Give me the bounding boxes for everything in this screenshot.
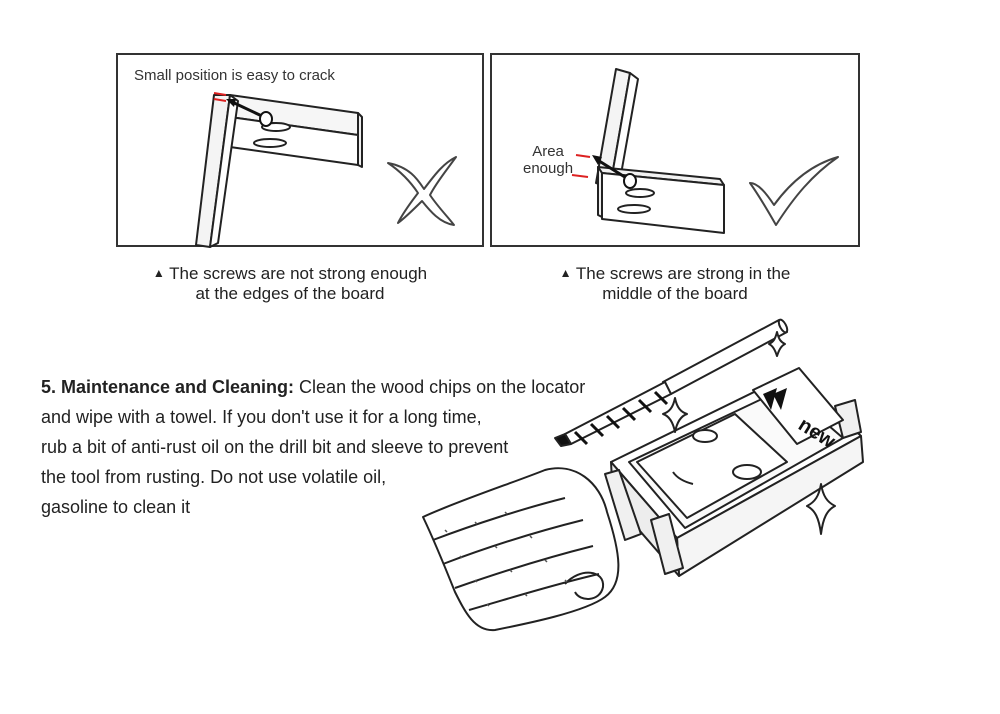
middle-joint-illustration: [571, 68, 839, 234]
caption-left: ▲ The screws are not strong enough at th…: [140, 263, 440, 304]
maintenance-line2: and wipe with a towel. If you don't use …: [41, 407, 482, 427]
screw-icon: [592, 155, 637, 189]
maintenance-heading: 5. Maintenance and Cleaning:: [41, 377, 295, 397]
panel-note-area: Area enough: [523, 143, 573, 177]
cross-mark-icon: [387, 156, 457, 226]
panel-note-area-line1: Area: [532, 143, 564, 160]
towel-icon: [422, 467, 620, 632]
caption-right-line1: The screws are strong in the: [575, 264, 791, 283]
drill-bit-icon: [554, 318, 789, 447]
edge-screw-diagram-panel: Small position is easy to crack: [116, 53, 484, 248]
caption-left-line1: The screws are not strong enough: [169, 264, 428, 283]
triangle-bullet-icon: ▲: [559, 266, 572, 280]
maintenance-illustration: new: [422, 318, 864, 632]
triangle-bullet-icon: ▲: [152, 266, 165, 280]
maintenance-line5: gasoline to clean it: [41, 497, 191, 517]
maintenance-line4: the tool from rusting. Do not use volati…: [41, 467, 387, 487]
pocket-hole-jig-icon: [604, 367, 864, 577]
middle-screw-diagram-panel: Area enough: [490, 53, 860, 247]
maintenance-paragraph: 5. Maintenance and Cleaning: Clean the w…: [41, 372, 611, 522]
screw-icon: [226, 99, 273, 127]
maintenance-line3: rub a bit of anti-rust oil on the drill …: [41, 437, 509, 457]
maintenance-line1: Clean the wood chips on the locator: [294, 377, 586, 397]
caption-right-line2: middle of the board: [602, 284, 748, 303]
panel-note-area-line2: enough: [523, 160, 574, 177]
check-mark-icon: [749, 156, 839, 226]
sparkle-icon: [662, 331, 836, 535]
caption-left-line2: at the edges of the board: [195, 284, 385, 303]
panel-note-crack: Small position is easy to crack: [134, 67, 335, 84]
edge-joint-illustration: [195, 92, 457, 248]
caption-right: ▲ The screws are strong in the middle of…: [530, 263, 820, 304]
